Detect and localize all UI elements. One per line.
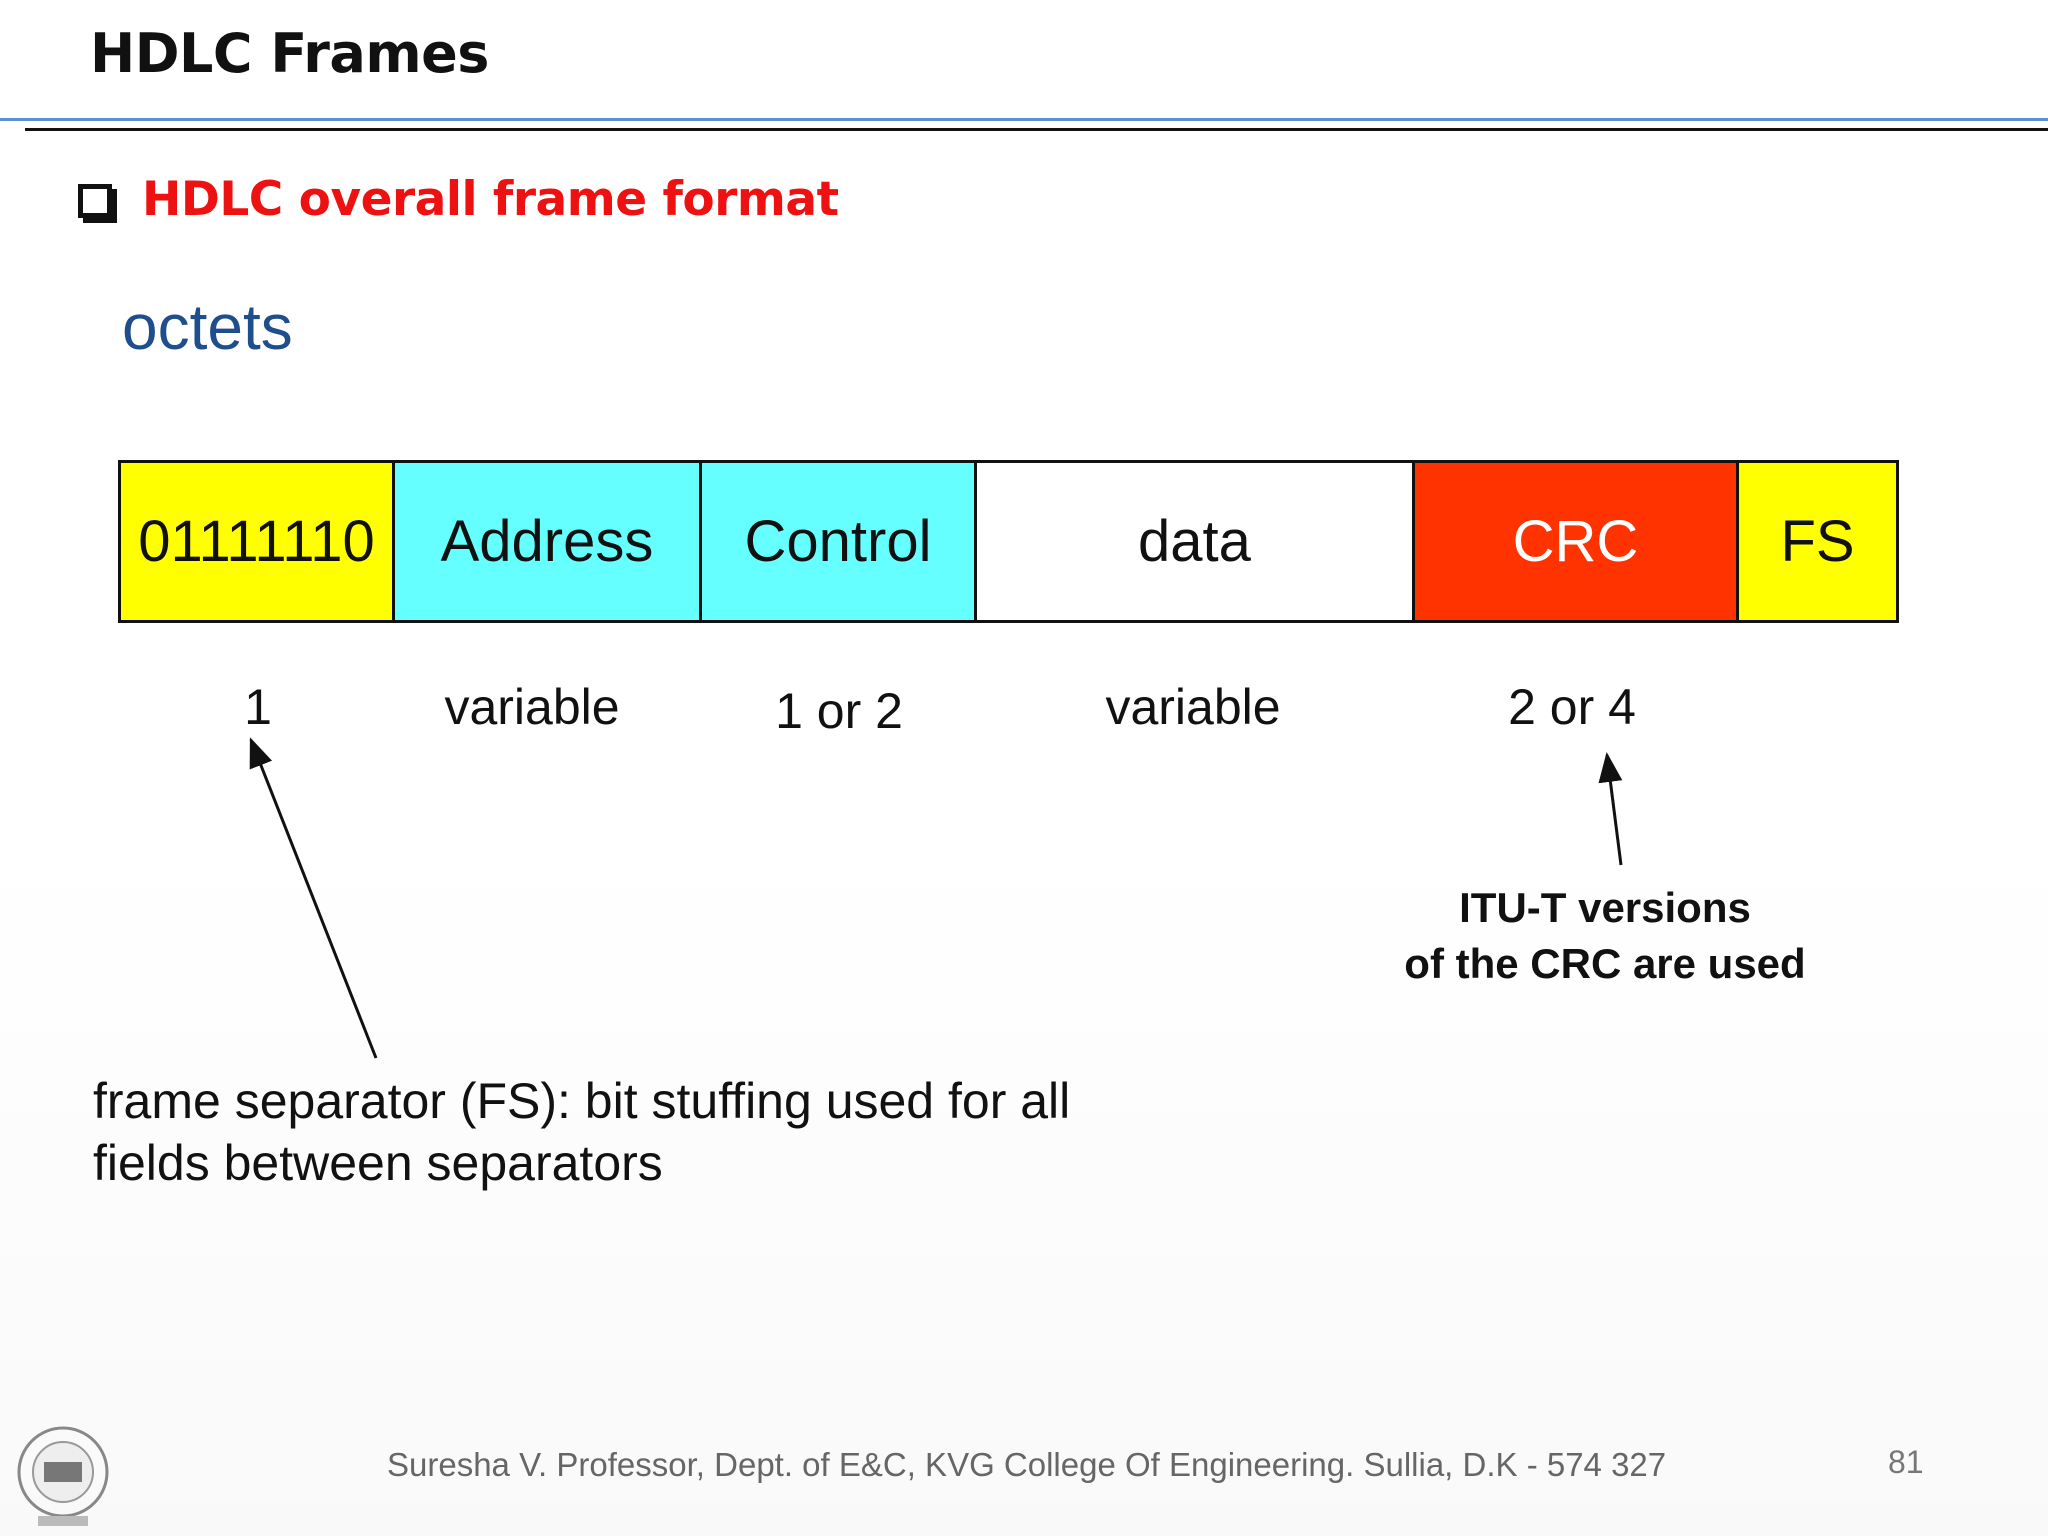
crc-note: ITU-T versions of the CRC are used: [1390, 880, 1820, 992]
fs-note-line-2: fields between separators: [93, 1135, 663, 1191]
fs-note-arrow: [249, 737, 378, 1059]
frame-field-control: Control: [699, 460, 977, 623]
field-size-flag: 1: [244, 679, 272, 735]
fs-note-line-1: frame separator (FS): bit stuffing used …: [93, 1073, 1071, 1129]
field-size-crc: 2 or 4: [1508, 679, 1636, 735]
slide-title: HDLC Frames: [90, 22, 489, 85]
fs-note: frame separator (FS): bit stuffing used …: [93, 1070, 1070, 1194]
octets-label: octets: [122, 291, 293, 363]
college-logo-icon: [17, 1426, 109, 1526]
crc-note-line-1: ITU-T versions: [1459, 884, 1751, 931]
frame-field-crc: CRC: [1412, 460, 1739, 623]
footer-text: Suresha V. Professor, Dept. of E&C, KVG …: [387, 1446, 1667, 1483]
slide-subtitle: HDLC overall frame format: [142, 172, 839, 227]
header-rule-black: [25, 128, 2048, 131]
field-size-address: variable: [444, 679, 620, 735]
frame-field-fs: FS: [1736, 460, 1899, 623]
hdlc-frame-diagram: 01111110 Address Control data CRC FS: [118, 460, 1899, 623]
crc-note-arrow: [1598, 752, 1623, 866]
crc-note-line-2: of the CRC are used: [1404, 940, 1806, 987]
page-number: 81: [1888, 1444, 1924, 1480]
checkbox-bullet-icon: [78, 184, 112, 218]
frame-field-data: data: [974, 460, 1415, 623]
frame-field-address: Address: [392, 460, 702, 623]
frame-field-flag: 01111110: [118, 460, 395, 623]
field-size-data: variable: [1105, 679, 1281, 735]
field-size-control: 1 or 2: [775, 683, 903, 739]
header-rule-blue: [0, 118, 2048, 121]
